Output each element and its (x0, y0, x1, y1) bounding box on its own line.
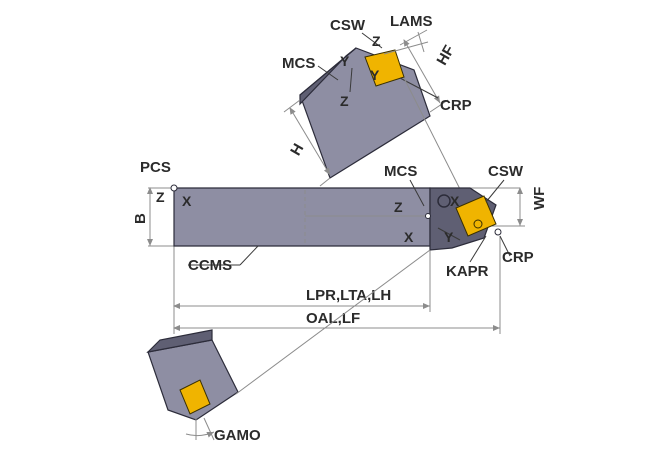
label-ccms: CCMS (188, 257, 232, 274)
axis-z-top-2: Z (340, 93, 349, 109)
label-gamo: GAMO (214, 427, 261, 444)
label-lpr: LPR,LTA,LH (306, 287, 391, 304)
insert-hole-icon (473, 219, 483, 229)
crp-point-icon (494, 228, 502, 236)
label-pcs: PCS (140, 159, 171, 176)
main-view: PCS Z X B MCS Z X X Y CSW WF CRP KAPR CC… (132, 159, 548, 334)
label-h: H (287, 141, 307, 159)
axis-y-insert: Y (444, 229, 454, 245)
axis-z-top: Z (372, 33, 381, 49)
label-crp-main: CRP (502, 249, 534, 266)
label-wf: WF (531, 187, 548, 210)
main-view-shank (173, 187, 431, 247)
pcs-origin-icon (170, 184, 178, 192)
axis-x-insert: X (450, 193, 460, 209)
top-view-side-face (299, 47, 357, 106)
clamp-screw-icon (437, 194, 451, 208)
axis-z-main: Z (394, 199, 403, 215)
label-lams: LAMS (390, 13, 433, 30)
top-view: CSW LAMS Z MCS Y Y Z CRP H HF (282, 13, 472, 206)
axis-x-pcs: X (182, 193, 192, 209)
label-kapr: KAPR (446, 263, 489, 280)
main-view-insert (455, 195, 497, 237)
label-crp-top: CRP (440, 97, 472, 114)
label-mcs-top: MCS (282, 55, 315, 72)
label-csw-main: CSW (488, 163, 524, 180)
label-hf: HF (433, 42, 458, 68)
label-b: B (132, 213, 149, 224)
bottom-view-insert (179, 379, 211, 415)
bottom-view-face (146, 329, 213, 353)
label-csw-top: CSW (330, 17, 366, 34)
axis-y-top-1: Y (340, 53, 350, 69)
axis-y-top-2: Y (370, 67, 380, 83)
label-oal: OAL,LF (306, 310, 360, 327)
axis-x-main: X (404, 229, 414, 245)
mcs-origin-icon (425, 213, 431, 219)
bottom-view: GAMO (146, 249, 431, 444)
label-mcs-main: MCS (384, 163, 417, 180)
axis-z-pcs: Z (156, 189, 165, 205)
